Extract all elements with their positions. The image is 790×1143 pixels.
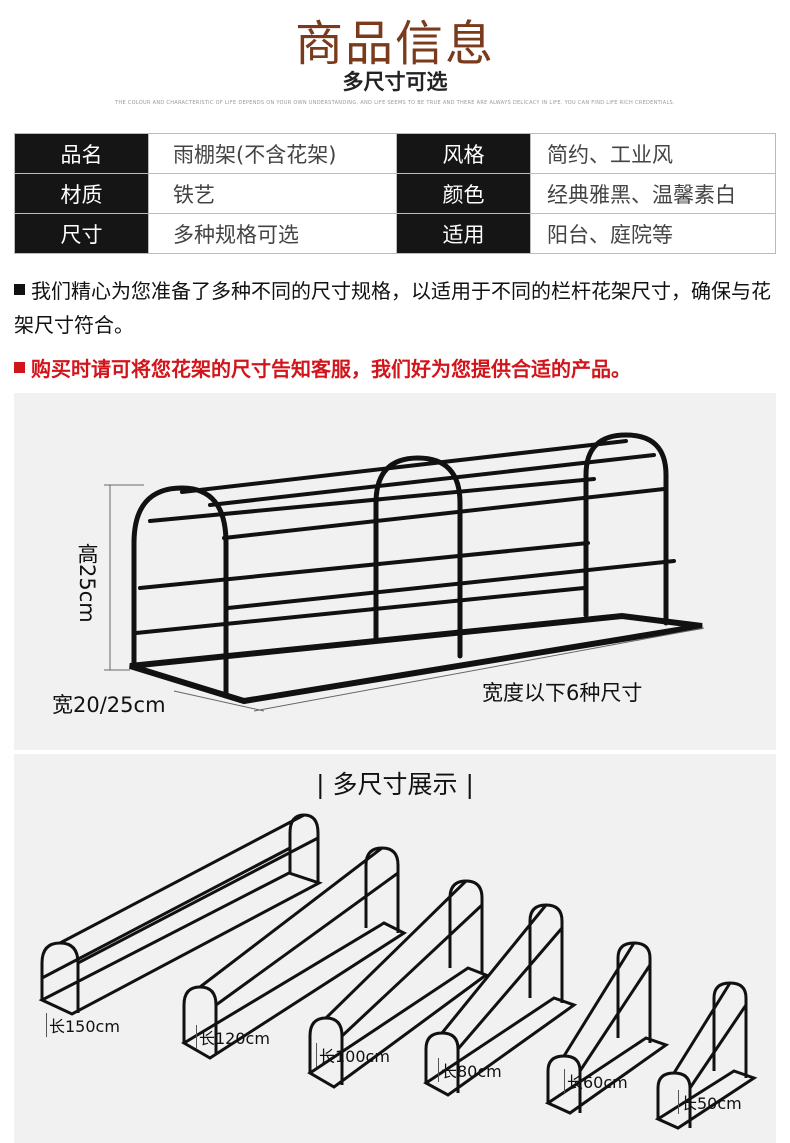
spec-key: 尺寸: [14, 213, 149, 254]
size-frames: [38, 813, 758, 1130]
spec-key: 适用: [396, 213, 531, 254]
product-panel: 高25cm 宽20/25cm 宽度以下6种尺寸 | 多尺寸展示 |: [14, 393, 776, 1143]
panel-divider: [14, 750, 776, 754]
size-label: 长80cm: [438, 1058, 502, 1082]
spec-key: 风格: [396, 133, 531, 174]
length-label: 宽度以下6种尺寸: [482, 681, 643, 705]
spec-value: 经典雅黑、温馨素白: [530, 173, 776, 214]
spec-value: 铁艺: [148, 173, 397, 214]
page-title: 商品信息: [294, 16, 495, 72]
note-sizes: 我们精心为您准备了多种不同的尺寸规格，以适用于不同的栏杆花架尺寸，确保与花架尺寸…: [14, 274, 774, 342]
note-sizes-text: 我们精心为您准备了多种不同的尺寸规格，以适用于不同的栏杆花架尺寸，确保与花架尺寸…: [14, 279, 771, 337]
note-contact-text: 购买时请可将您花架的尺寸告知客服，我们好为您提供合适的产品。: [31, 357, 631, 381]
tagline: THE COLOUR AND CHARACTERISTIC OF LIFE DE…: [115, 100, 675, 106]
note-contact: 购买时请可将您花架的尺寸告知客服，我们好为您提供合适的产品。: [14, 352, 784, 386]
sizes-section-title: | 多尺寸展示 |: [316, 770, 474, 799]
spec-row: 材质 铁艺 颜色 经典雅黑、温馨素白: [14, 173, 776, 214]
spec-value: 多种规格可选: [148, 213, 397, 254]
size-label: 长50cm: [678, 1090, 742, 1114]
sizes-illustration: [38, 813, 758, 1130]
spec-value: 简约、工业风: [530, 133, 776, 174]
height-label: 高25cm: [75, 543, 99, 623]
frame-drawing: [129, 432, 703, 705]
frame-diagram: [104, 432, 705, 712]
spec-key: 品名: [14, 133, 149, 174]
size-label: 长120cm: [196, 1025, 270, 1049]
red-square-icon: [14, 362, 25, 373]
spec-key: 材质: [14, 173, 149, 214]
spec-value: 雨棚架(不含花架): [148, 133, 397, 174]
spec-row: 品名 雨棚架(不含花架) 风格 简约、工业风: [14, 133, 776, 174]
black-square-icon: [14, 284, 25, 295]
width-label: 宽20/25cm: [52, 693, 166, 717]
size-label: 长60cm: [564, 1069, 628, 1093]
spec-key: 颜色: [396, 173, 531, 214]
spec-row: 尺寸 多种规格可选 适用 阳台、庭院等: [14, 213, 776, 254]
dimension-lines: [104, 484, 705, 712]
page-subtitle: 多尺寸可选: [342, 70, 448, 94]
spec-value: 阳台、庭院等: [530, 213, 776, 254]
size-label: 长100cm: [316, 1043, 390, 1067]
spec-table: 品名 雨棚架(不含花架) 风格 简约、工业风 材质 铁艺 颜色 经典雅黑、温馨素…: [14, 133, 776, 254]
size-label: 长150cm: [46, 1013, 120, 1037]
